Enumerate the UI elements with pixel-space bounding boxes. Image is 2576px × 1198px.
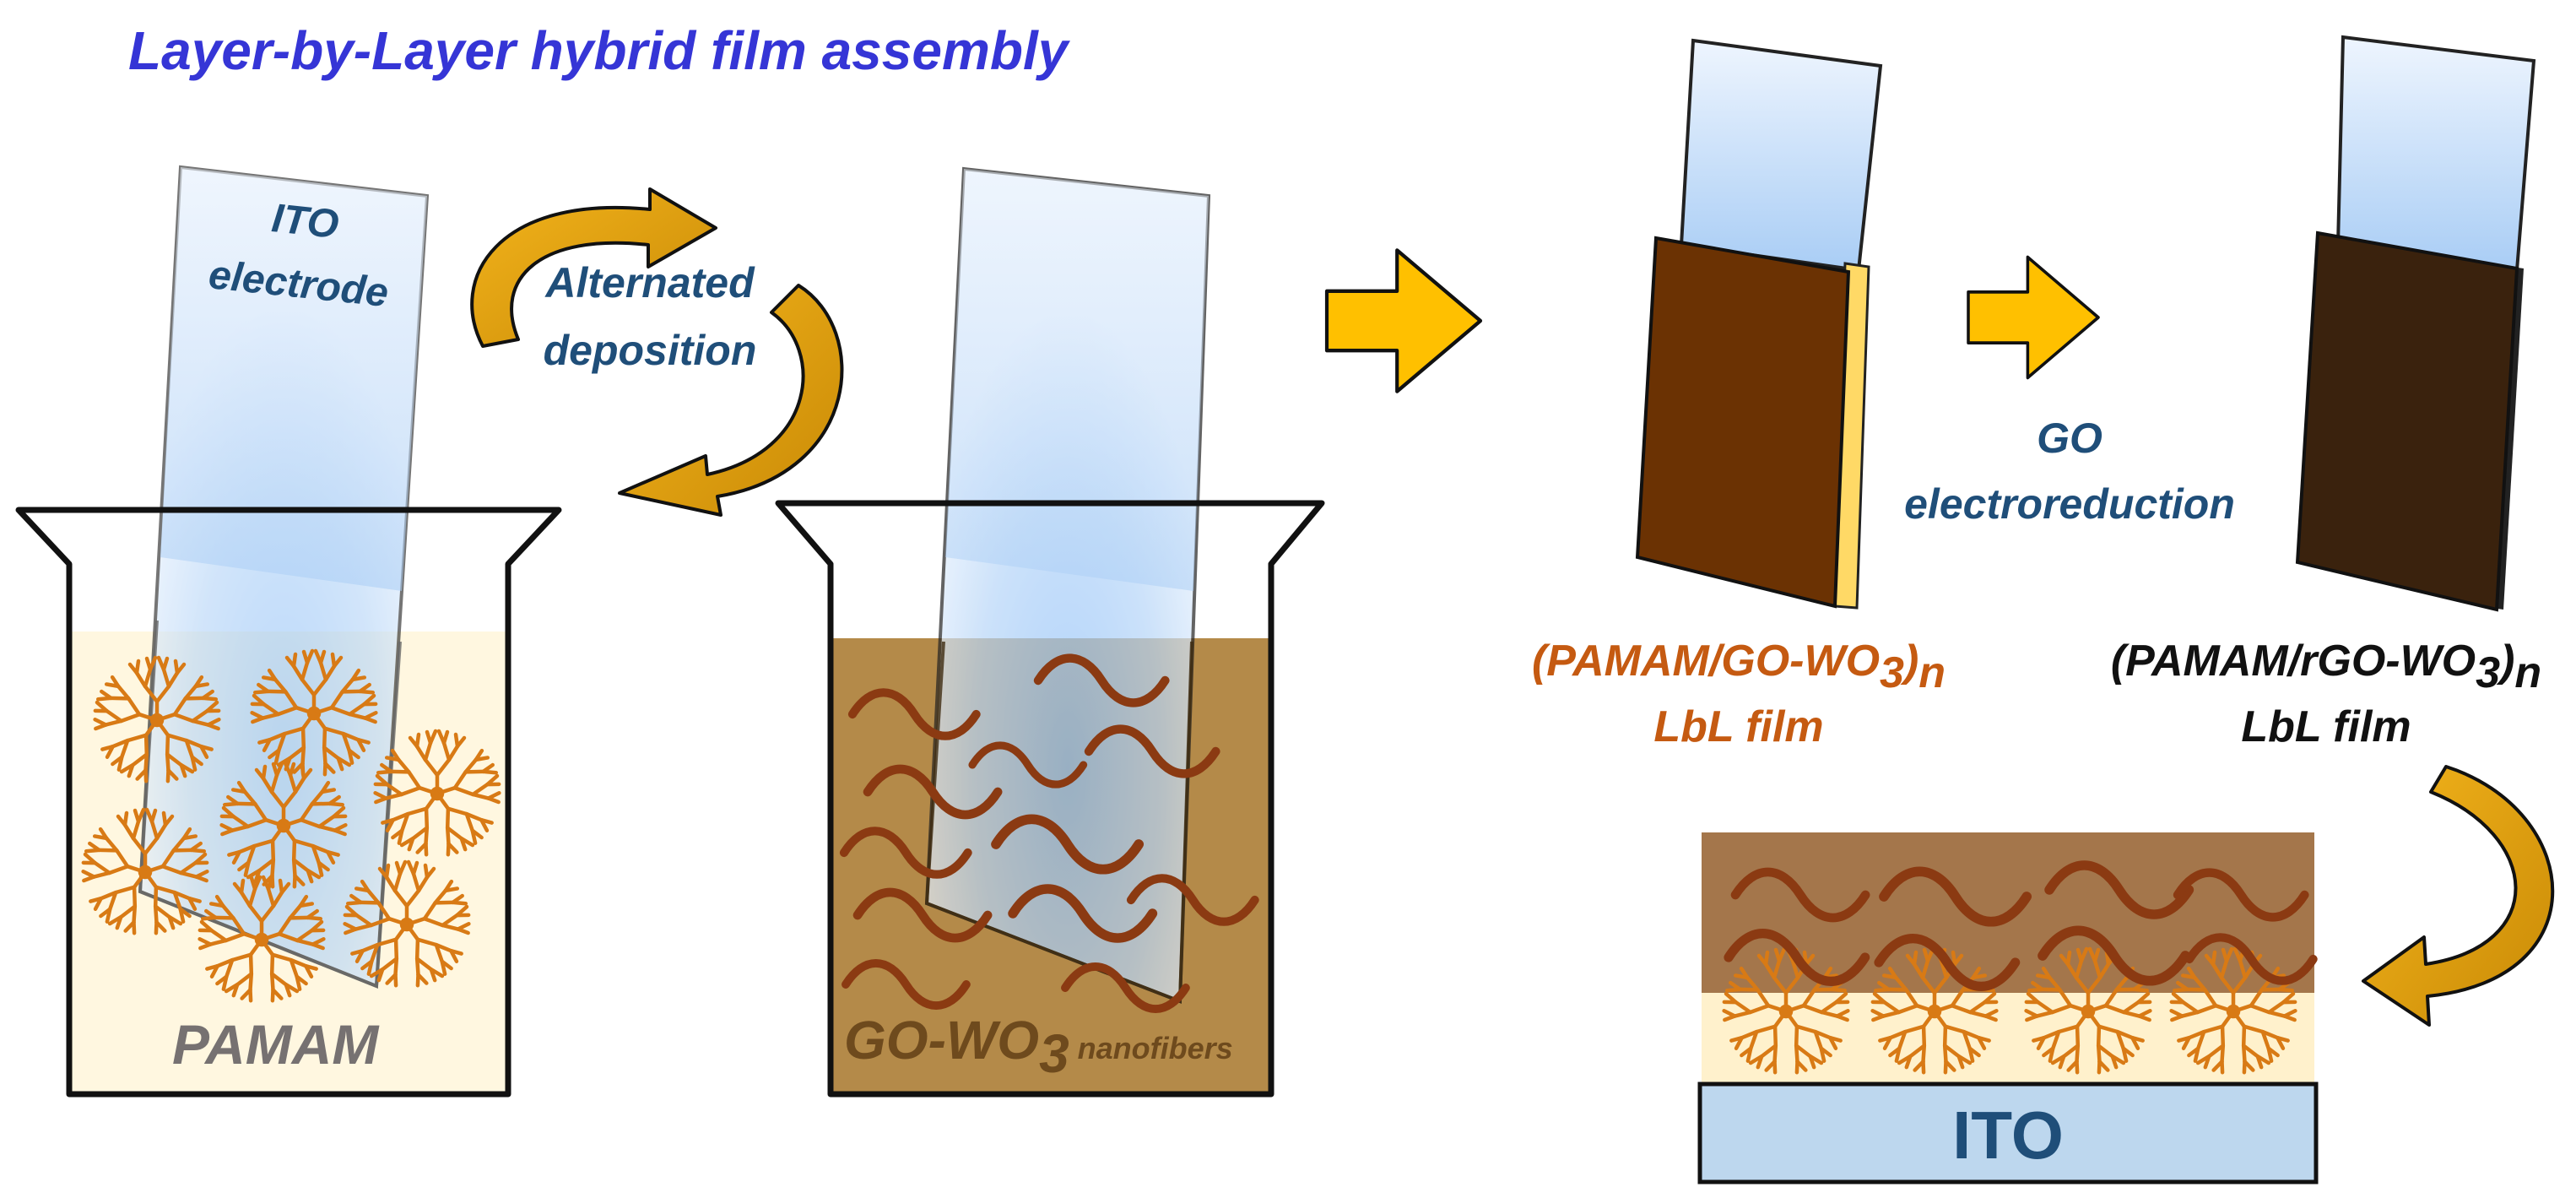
right-arrow-icon: [1967, 255, 2100, 380]
pamam-label: PAMAM: [172, 1013, 380, 1076]
film-cross-section: ITO: [1697, 832, 2319, 1184]
pamam-beaker-outline: [15, 507, 562, 1098]
film-dark: [2295, 230, 2519, 612]
go-electroreduction-label-2: electroreduction: [1904, 480, 2235, 528]
pamam-beaker: ITO electrode PAMAM: [15, 165, 562, 1098]
film2-label-2: LbL film: [2241, 702, 2411, 751]
film1-label: (PAMAM/GO-WO3)n: [1532, 637, 1946, 697]
curved-arrow-icon: [618, 284, 844, 517]
ito-bar-label: ITO: [1952, 1098, 2064, 1173]
ito-bar: [1697, 1081, 2319, 1184]
diagram-title: Layer-by-Layer hybrid film assembly: [128, 20, 1071, 81]
go-wo3-beaker-outline: [775, 500, 1325, 1098]
right-arrow-icon: [1327, 250, 1480, 391]
go-electroreduction-label: GO: [2037, 415, 2102, 462]
alternated-deposition-label: Alternated: [544, 259, 755, 306]
alternated-deposition-arrows: Alternated deposition: [470, 187, 844, 517]
alternated-deposition-label-2: deposition: [544, 327, 757, 374]
ito-electrode-label: ITO: [270, 196, 341, 247]
curved-arrow-icon: [470, 187, 717, 348]
curved-arrow-icon: [2362, 765, 2555, 1027]
film-brown: [1635, 236, 1851, 609]
pamam-rgo-wo3-film: (PAMAM/rGO-WO3)n LbL film: [2111, 35, 2541, 751]
film2-label: (PAMAM/rGO-WO3)n: [2111, 637, 2541, 697]
film1-label-2: LbL film: [1653, 702, 1823, 751]
pamam-go-wo3-film: (PAMAM/GO-WO3)n LbL film: [1532, 38, 1946, 751]
